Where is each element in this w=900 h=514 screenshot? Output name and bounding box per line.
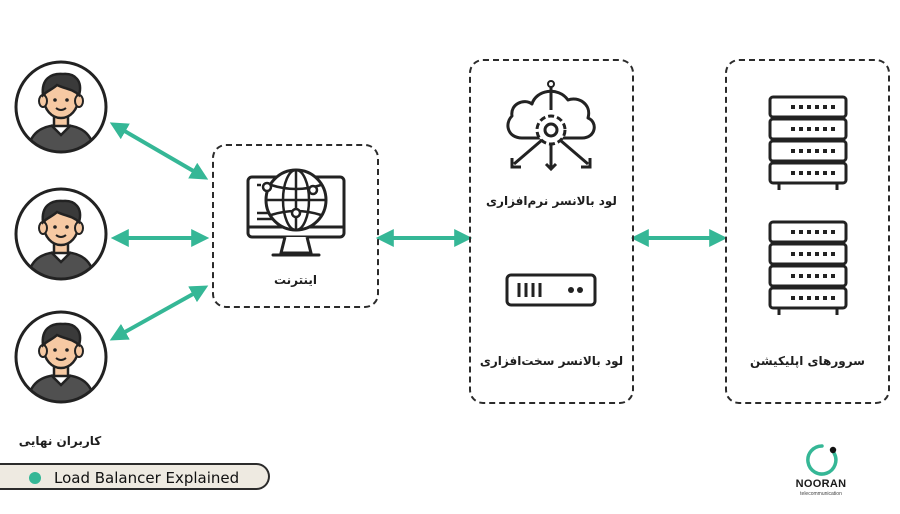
hardware-lb-label: لود بالانسر سخت‌افزاری [479, 354, 624, 368]
arrow-user3-internet [109, 285, 209, 341]
hardware-appliance-icon [505, 273, 597, 307]
globe-monitor-icon [246, 168, 346, 257]
app-servers-node [725, 59, 890, 404]
nooran-logo-icon [806, 444, 838, 476]
user-avatar-3 [13, 309, 109, 405]
brand-name: NOORAN [795, 478, 847, 490]
tag-dot-icon [29, 472, 41, 484]
cloud-gear-icon [506, 80, 596, 172]
app-servers-label: سرورهای اپلیکیشن [750, 354, 865, 368]
server-rack-icon-2 [768, 220, 848, 315]
internet-node [212, 144, 379, 308]
end-users-label: کاربران نهایی [18, 434, 102, 448]
user-avatar-1 [13, 59, 109, 155]
server-rack-icon-1 [768, 95, 848, 190]
topic-tag-text: Load Balancer Explained [54, 469, 240, 487]
internet-label: اینترنت [273, 273, 318, 287]
user-avatar-2 [13, 186, 109, 282]
brand-tagline: telecommunication [800, 491, 842, 497]
software-lb-label: لود بالانسر نرم‌افزاری [486, 194, 617, 208]
topic-tag: Load Balancer Explained [0, 463, 270, 490]
arrow-user1-internet [109, 122, 209, 180]
load-balancer-node [469, 59, 634, 404]
